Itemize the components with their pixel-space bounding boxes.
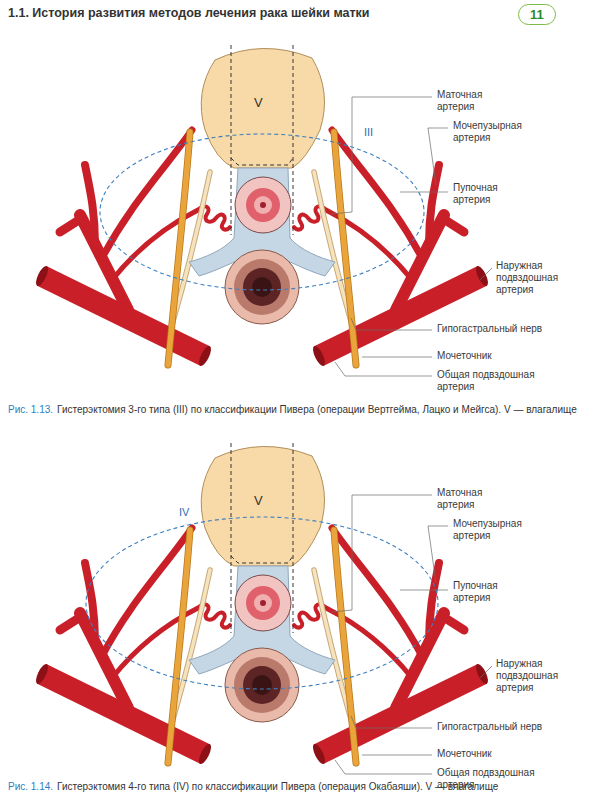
page-number-badge: 11 [518,4,556,25]
callout-label: Мочепузырная артерия [453,120,533,144]
region-label: V [254,95,263,110]
region-label: V [254,493,263,508]
caption-text: Гистерэктомия 4-го типа (IV) по классифи… [57,781,498,792]
callout-label: Наружная подвздошная артерия [496,658,562,693]
callout-label: Общая подвздошная артерия [437,369,537,393]
callout-label: Наружная подвздошная артерия [496,260,562,295]
resection-boundary [86,517,438,689]
caption-line: Рис. 1.14. Гистерэктомия 4-го типа (IV) п… [8,781,582,794]
figure-1-13 [34,45,492,376]
callout-label: Мочеточник [437,350,557,362]
callout-label: Мочеточник [437,748,557,760]
type-label: III [362,126,375,138]
figure-number: Рис. 1.13. [8,404,53,415]
resection-boundary [100,134,424,290]
callout-label: Мочепузырная артерия [453,518,533,542]
callout-label: Гипогастральный нерв [437,323,577,335]
callout-label: Пупочная артерия [453,182,523,206]
figure-1-14 [34,443,492,774]
type-label: IV [177,506,191,518]
callout-label: Пупочная артерия [453,580,523,604]
page-header: 1.1. История развития методов лечения ра… [8,6,369,20]
callout-label: Гипогастральный нерв [437,721,577,733]
caption-text: Гистерэктомия 3-го типа (III) по классиф… [57,404,577,415]
callout-label: Маточная артерия [437,89,507,113]
page-number: 11 [530,6,544,23]
callout-label: Маточная артерия [437,487,507,511]
figure-number: Рис. 1.14. [8,781,53,792]
caption-line: Рис. 1.13. Гистерэктомия 3-го типа (III) … [8,404,582,417]
